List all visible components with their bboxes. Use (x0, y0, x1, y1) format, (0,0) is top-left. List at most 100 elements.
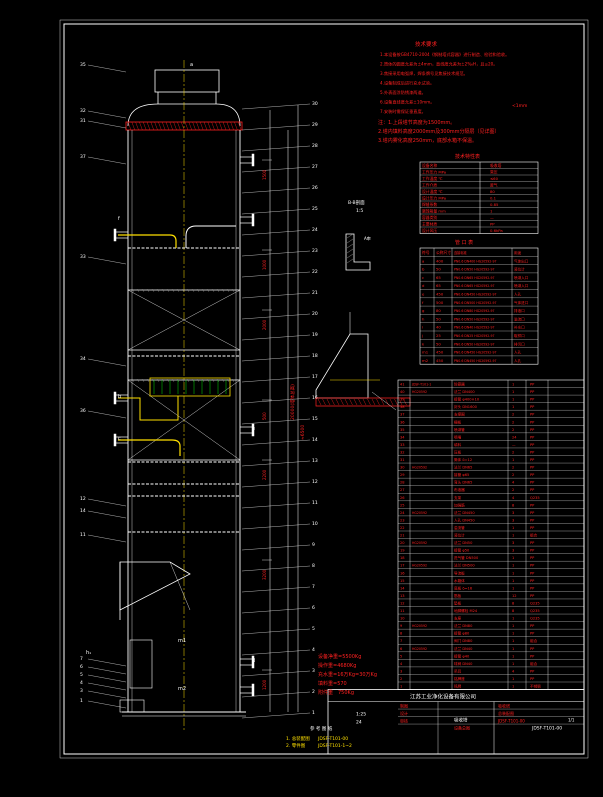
nozzle-symbol: c (422, 275, 424, 280)
part-callout-right: 26 (312, 185, 318, 191)
weld-hatch (389, 398, 394, 406)
bom-qty: 1 (512, 534, 514, 538)
leader-line (87, 120, 127, 129)
bom-qty: 1 (512, 677, 514, 681)
bom-part-name: 法兰 DN50 (454, 540, 473, 545)
overflow-pipe (118, 396, 179, 421)
bom-material: PP (530, 420, 535, 424)
bom-index: 15 (400, 579, 405, 583)
nozzle-purpose: 人孔 (514, 350, 522, 355)
bom-index: 26 (400, 496, 405, 500)
bom-standard: HG20592 (412, 647, 427, 651)
part-callout-left: 7 (80, 656, 83, 662)
leader-line (241, 313, 311, 320)
nozzle-purpose: 液位计 (514, 267, 525, 272)
bom-standard: HG20592 (412, 564, 427, 568)
grid-hatch (166, 288, 170, 293)
part-callout-left: 11 (80, 532, 86, 538)
tech-table-key: 主要材质 (422, 222, 437, 227)
ref-drawing-name: 1. 总装配图 (286, 735, 310, 742)
weld-hatch (322, 398, 326, 406)
bom-index: 39 (400, 398, 405, 402)
nozzle-manhole-mid-flange (251, 423, 255, 437)
spray-inlet-pipe (118, 234, 177, 248)
bom-material: PP (530, 413, 535, 417)
leader-line (87, 410, 127, 419)
grid-hatch (156, 288, 160, 293)
part-callout-right: 9 (312, 542, 315, 548)
leader-line (241, 544, 311, 551)
flange-hatch (184, 121, 189, 131)
nozzle-symbol: a (422, 258, 424, 263)
bom-material: Q235 (530, 601, 540, 605)
part-callout-left: 37 (80, 154, 86, 160)
bom-material: PP (530, 549, 535, 553)
overall-height-value: ≈6500 (300, 425, 306, 440)
ref-drawings-title: 参 考 图 纸 (310, 725, 333, 732)
bom-standard: HG20592 (412, 511, 427, 515)
grid-hatch (191, 378, 195, 383)
part-callout-right: 7 (312, 584, 315, 590)
nozzle-symbol: j (421, 333, 423, 338)
flange-hatch (203, 121, 208, 131)
tech-table-value: — (490, 215, 494, 220)
bom-qty: 1 (512, 685, 514, 689)
grid-hatch (136, 288, 140, 293)
part-callout-left: 32 (80, 108, 86, 114)
bom-standard: HG20592 (412, 390, 427, 394)
bom-index: 35 (400, 428, 405, 432)
bom-part-name: 导流板 (454, 570, 465, 575)
grid-hatch (161, 378, 165, 383)
bom-part-name: 法兰 DN500 (454, 563, 475, 568)
nozzle-table-title: 管 口 表 (455, 239, 473, 246)
drawing-number: JDSF-T101-00 (531, 726, 562, 732)
leader-line (241, 649, 311, 656)
bom-qty: 1 (512, 579, 514, 583)
nozzle-symbol: i (422, 325, 423, 330)
note-item: 2.塔内填料高度2000mm及300mm分隔层（见详图） (378, 128, 500, 135)
bom-material: PP (530, 594, 535, 598)
bom-part-name: 法兰 DN80 (454, 623, 473, 628)
bom-qty: 3 (512, 549, 514, 553)
bom-index: 34 (400, 435, 405, 439)
flange-hatch (222, 121, 227, 131)
flange-hatch (192, 121, 196, 131)
part-callout-right: 24 (312, 227, 318, 233)
nozzle-symbol: b (422, 267, 425, 272)
flange-hatch (165, 121, 170, 131)
nozzle-size: 25 (436, 333, 441, 338)
bom-qty: 2 (512, 466, 514, 470)
nozzle-purpose: 人孔 (514, 292, 522, 297)
bom-part-name: 垫板 (454, 600, 462, 605)
tech-requirement-item: 7.安装时需保证垂直度。 (380, 108, 426, 115)
bom-qty: 1 (512, 654, 514, 658)
tech-table-value: 废气 (490, 183, 498, 188)
gas-outlet-nozzle (154, 69, 220, 93)
detail-hatch (346, 233, 354, 239)
bom-material: PP (530, 390, 535, 394)
gas-inlet-duct (119, 561, 191, 611)
nozzle-label: h₁ (86, 650, 91, 656)
nozzle-purpose: 人孔 (514, 358, 522, 363)
bom-part-name: 法兰 DN400 (454, 389, 475, 394)
bom-material: PP (530, 632, 535, 636)
nozzle-b-flange (113, 391, 117, 405)
bom-part-name: 法兰 DN65 (454, 465, 472, 470)
ref-drawing-no: JDSF-T101-00 (317, 736, 348, 742)
part-callout-right: 22 (312, 269, 318, 275)
flange-hatch (135, 121, 139, 131)
bom-index: 1 (400, 685, 402, 689)
title-block (327, 689, 585, 755)
part-callout-left: 5 (80, 672, 83, 678)
tech-table-value: 1 (490, 209, 493, 214)
leader-line (241, 670, 311, 677)
part-callout-right: 28 (312, 143, 318, 149)
bom-material: Q235 (530, 496, 540, 500)
bom-material: PP (530, 571, 535, 575)
weld-hatch (367, 398, 371, 406)
bom-material: PP (530, 586, 535, 590)
nozzle-manhole-top-flange (251, 213, 255, 227)
nozzle-symbol: m2 (422, 358, 429, 363)
bom-material: PP (530, 481, 535, 485)
bom-material: PP (530, 428, 535, 432)
